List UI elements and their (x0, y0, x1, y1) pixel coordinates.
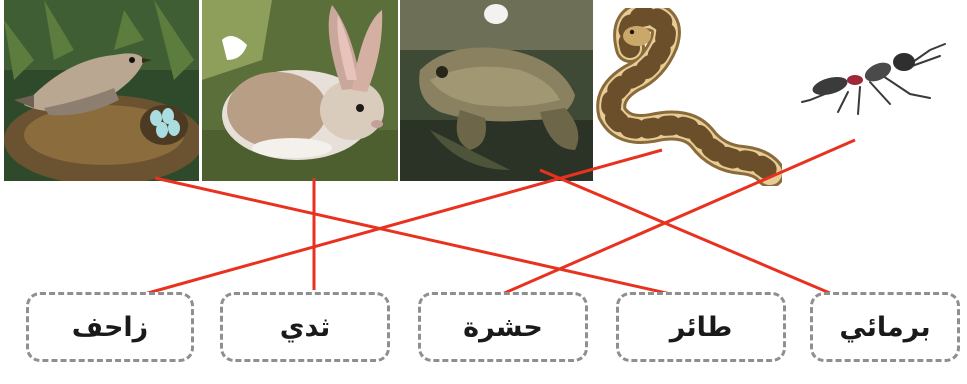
frog-icon (400, 0, 593, 181)
label-insect[interactable]: حشرة (418, 292, 588, 362)
match-line-bird (154, 176, 676, 297)
snake-icon[interactable] (592, 8, 782, 186)
rabbit-photo[interactable] (202, 0, 398, 181)
ant-icon[interactable] (800, 42, 950, 122)
label-mammal[interactable]: ثدي (220, 292, 390, 362)
frog-photo[interactable] (400, 0, 593, 181)
match-line-frog (539, 168, 859, 307)
label-amphibian[interactable]: برمائي (810, 292, 960, 362)
rabbit-icon (202, 0, 398, 181)
label-reptile[interactable]: زاحف (26, 292, 194, 362)
bird-photo[interactable] (4, 0, 199, 181)
label-bird[interactable]: طائر (616, 292, 786, 362)
bird-on-nest-icon (4, 0, 199, 181)
